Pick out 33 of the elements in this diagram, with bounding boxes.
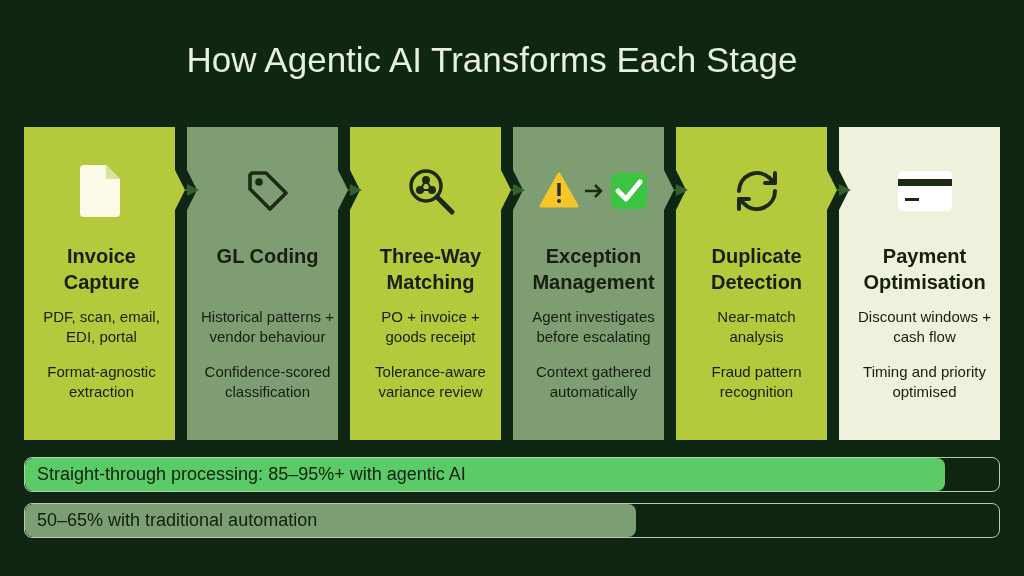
stage-description: Fraud pattern recognition <box>710 362 803 402</box>
stage-description: Format-agnostic extraction <box>46 362 157 402</box>
stage-description: Context gathered automatically <box>534 362 653 402</box>
stage-heading: GL Coding <box>215 244 320 269</box>
stage-heading: Duplicate Detection <box>709 244 804 295</box>
flow-arrow <box>673 184 688 196</box>
chevron-card <box>350 127 511 440</box>
flow-arrow <box>510 184 525 196</box>
stage-card <box>839 127 1000 440</box>
progress-track <box>24 503 1000 538</box>
stage-description: PDF, scan, email, EDI, portal <box>42 307 161 347</box>
stage-description: Timing and priority optimised <box>862 362 987 402</box>
bar-label: Straight-through processing: 85–95%+ with agentic AI <box>36 463 466 486</box>
chevron-card <box>187 127 348 440</box>
stage-description: Historical patterns + vendor behaviour <box>200 307 335 347</box>
stage-heading: Exception Management <box>531 244 656 295</box>
stage-description: PO + invoice + goods receipt <box>380 307 481 347</box>
stage-description: Tolerance-aware variance review <box>374 362 487 402</box>
flow-arrow <box>184 184 199 196</box>
stage-heading: Three-Way Matching <box>378 244 483 295</box>
stage-description: Agent investigates before escalating <box>531 307 656 347</box>
chevron-card <box>24 127 185 440</box>
chevron-card <box>513 127 674 440</box>
chevron-card <box>676 127 837 440</box>
stage-heading: Invoice Capture <box>62 244 141 295</box>
flow-arrow <box>347 184 362 196</box>
stage-description: Discount windows + cash flow <box>857 307 992 347</box>
stage-description: Near-match analysis <box>716 307 797 347</box>
flow-arrow <box>836 184 851 196</box>
title: How Agentic AI Transforms Each Stage <box>185 39 799 81</box>
stage-heading: Payment Optimisation <box>862 244 987 295</box>
bar-label: 50–65% with traditional automation <box>36 509 318 532</box>
stage-description: Confidence-scored classification <box>203 362 332 402</box>
